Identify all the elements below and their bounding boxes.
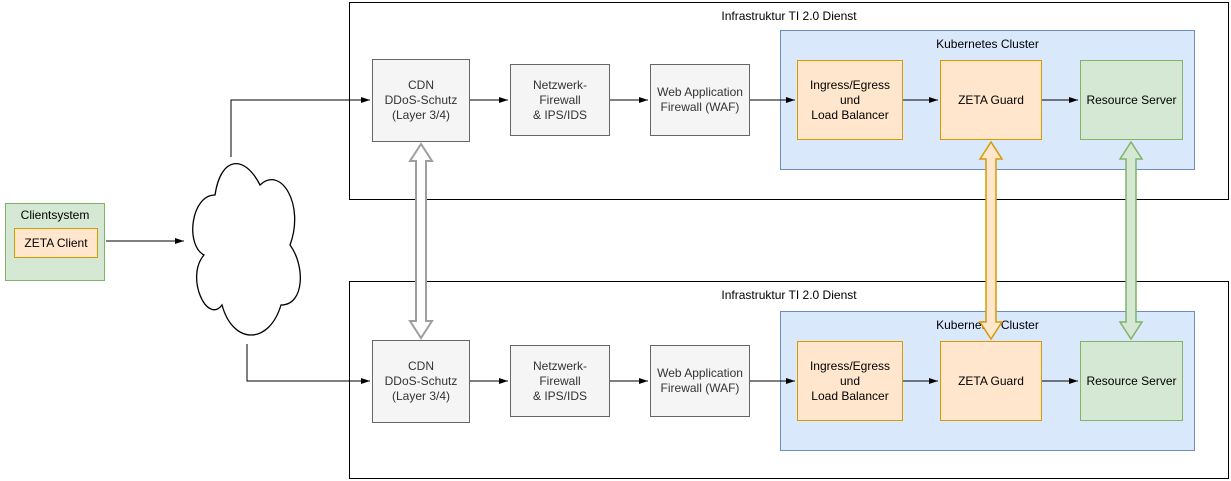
clientsystem-box: Clientsystem ZETA Client: [5, 203, 105, 281]
zeta-guard-node-top: ZETA Guard: [940, 60, 1042, 140]
internet-cloud-icon: [192, 163, 301, 336]
infrastructure-title-bottom: Infrastruktur TI 2.0 Dienst: [721, 288, 857, 302]
ingress-egress-node-top: Ingress/Egress und Load Balancer: [797, 60, 903, 140]
resource-server-node-top: Resource Server: [1080, 60, 1183, 140]
infrastructure-title-top: Infrastruktur TI 2.0 Dienst: [721, 9, 857, 23]
waf-node-top: Web Application Firewall (WAF): [650, 64, 750, 136]
kubernetes-cluster-title-top: Kubernetes Cluster: [936, 37, 1039, 51]
cdn-ddos-node-top: CDN DDoS-Schutz (Layer 3/4): [372, 59, 470, 142]
kubernetes-cluster-title-bottom: Kubernetes Cluster: [936, 318, 1039, 332]
waf-node-bottom: Web Application Firewall (WAF): [650, 345, 750, 417]
ingress-egress-node-bottom: Ingress/Egress und Load Balancer: [797, 341, 903, 421]
resource-server-node-bottom: Resource Server: [1080, 341, 1183, 421]
zeta-guard-node-bottom: ZETA Guard: [940, 341, 1042, 421]
zeta-client-node: ZETA Client: [14, 228, 98, 258]
network-firewall-node-top: Netzwerk-Firewall & IPS/IDS: [510, 64, 610, 136]
cdn-ddos-node-bottom: CDN DDoS-Schutz (Layer 3/4): [372, 340, 470, 423]
clientsystem-title: Clientsystem: [20, 208, 90, 222]
network-firewall-node-bottom: Netzwerk-Firewall & IPS/IDS: [510, 345, 610, 417]
